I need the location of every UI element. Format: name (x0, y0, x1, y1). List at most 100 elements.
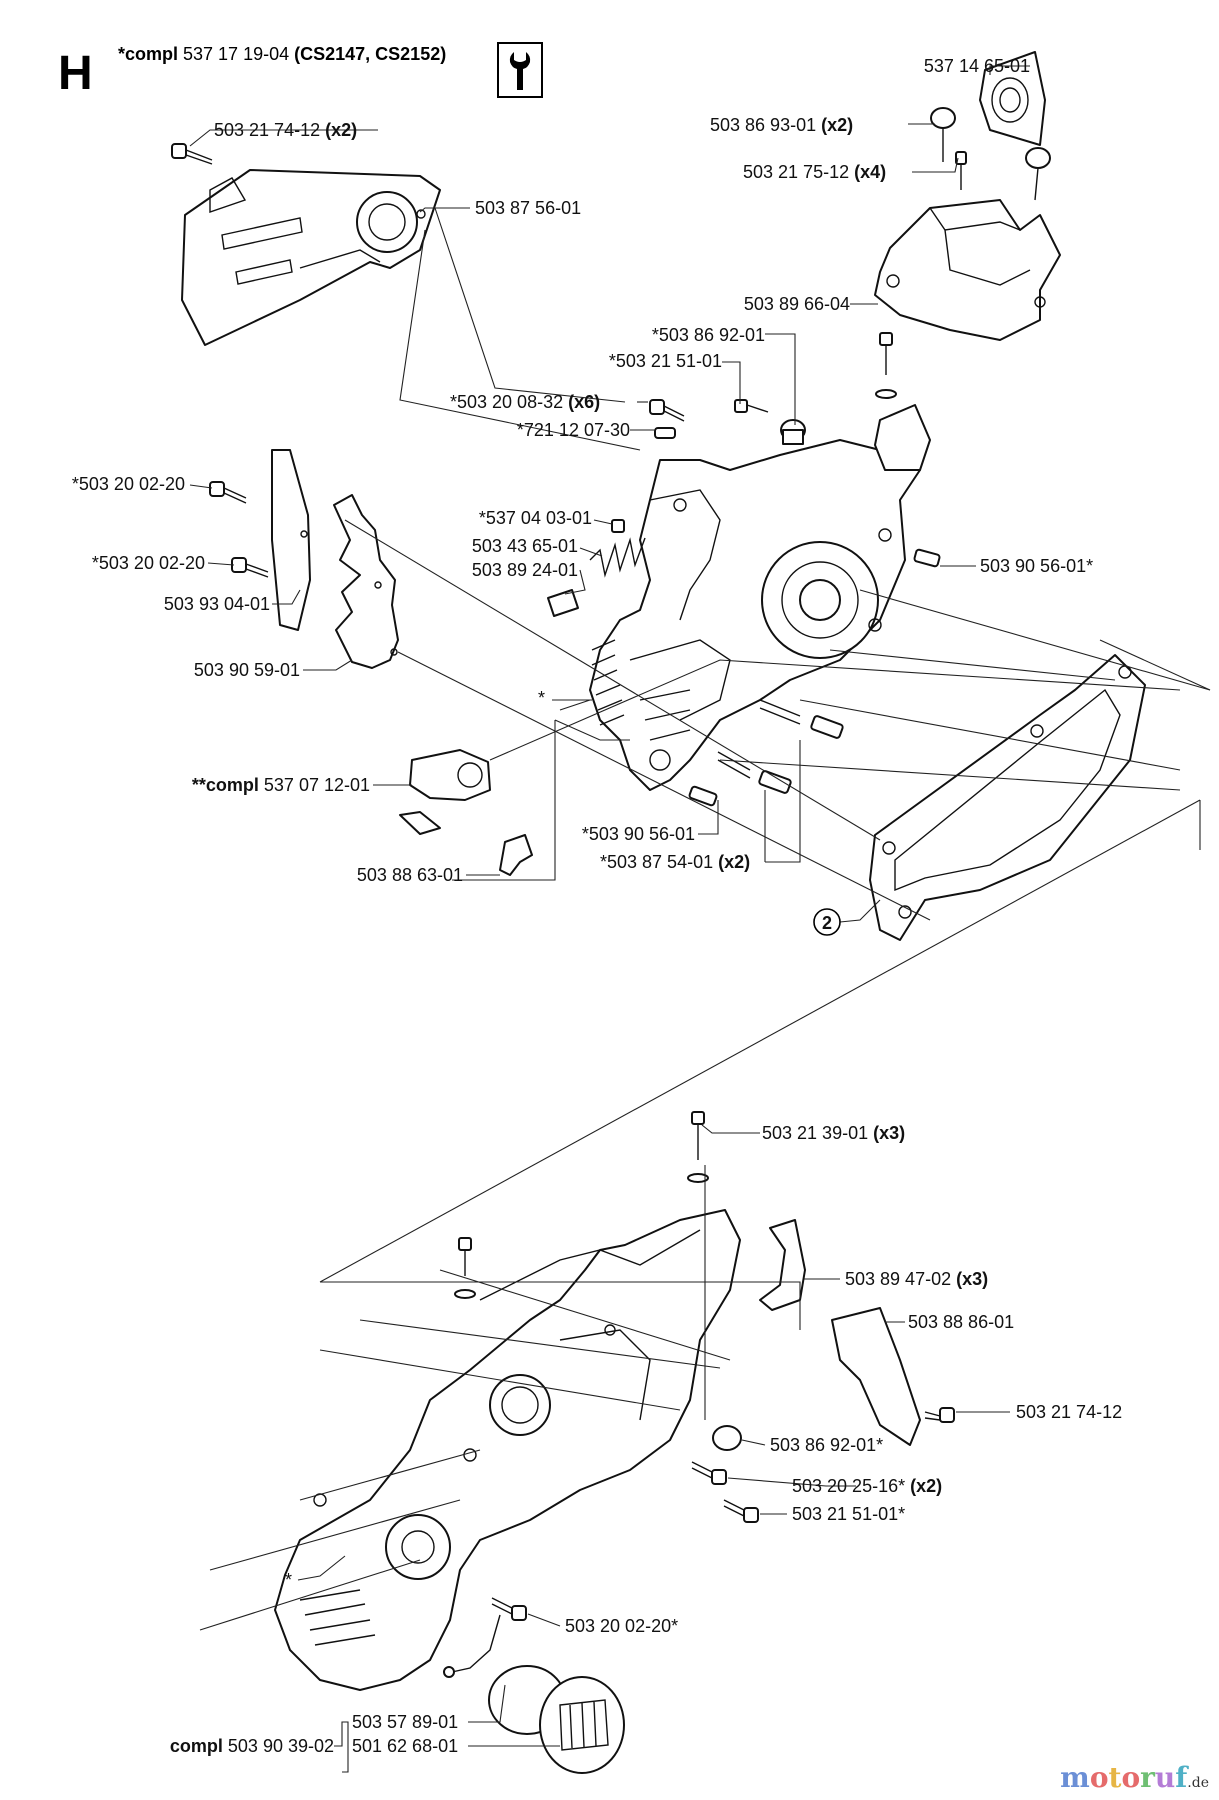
tensioner-screw-b (717, 751, 792, 794)
screw-503215101-top (734, 399, 769, 413)
knob-503869301-a (930, 107, 956, 162)
clip-503886301 (499, 834, 533, 876)
cover-503888601 (831, 1307, 921, 1446)
label-503215101-bottom: 503 21 51-01* (792, 1504, 905, 1524)
label-503200832-qty: (x6) (568, 392, 600, 412)
gasket (869, 654, 1146, 941)
label-503888601: 503 88 86-01 (908, 1312, 1014, 1332)
pin-503905601-right (913, 548, 941, 568)
label-503905601-left: *503 90 56-01 (582, 824, 695, 844)
screw-503215101-bottom (723, 1499, 759, 1523)
oil-cap (539, 1676, 625, 1774)
pin-721120730 (654, 427, 676, 439)
chain-tensioner (399, 749, 491, 835)
label-503875401: *503 87 54-01(x2) (600, 852, 750, 872)
label-503436501: 503 43 65-01 (472, 536, 578, 556)
clip-503894702 (759, 1219, 806, 1311)
screw-503217512 (955, 151, 967, 190)
kit-header: *compl 537 17 19-04 (CS2147, CS2152) (118, 44, 446, 65)
label-537146501: 537 14 65-01 (924, 56, 1030, 76)
kit-number: 537 17 19-04 (178, 44, 295, 64)
knob-503869301-b (1025, 147, 1051, 201)
wrench-icon (497, 42, 543, 98)
screw-503213901-b (454, 1237, 476, 1299)
watermark-logo: motoruf.de (1060, 1761, 1209, 1794)
label-503200220-c: 503 20 02-20* (565, 1616, 678, 1636)
label-501626801: 501 62 68-01 (352, 1736, 458, 1756)
label-503892401: 503 89 24-01 (472, 560, 578, 580)
label-503200832: *503 20 08-32(x6) (450, 392, 600, 412)
label-721120730: *721 12 07-30 (517, 420, 630, 440)
crankcase-lower (274, 1209, 741, 1691)
top-bracket (874, 199, 1061, 341)
tensioner-screw-a (759, 699, 844, 739)
leader-lines (189, 65, 1211, 1773)
label-503217412-bottom: 503 21 74-12 (1016, 1402, 1122, 1422)
left-cover-plate (271, 449, 311, 631)
label-503215101-top: *503 21 51-01 (609, 351, 722, 371)
callout-2-number: 2 (822, 913, 832, 933)
label-503217412-top: 503 21 74-12(x2) (214, 120, 357, 140)
label-503894702-num: 503 89 47-02 (845, 1269, 951, 1289)
screw-503213901-a (687, 1111, 709, 1183)
label-503869301: 503 86 93-01(x2) (710, 115, 853, 135)
part-labels: 537 14 65-01 503 86 93-01(x2) 503 21 75-… (72, 56, 1122, 1756)
label-503213901-num: 503 21 39-01 (762, 1123, 868, 1143)
cap-strap (443, 1614, 501, 1678)
label-503875401-num: *503 87 54-01 (600, 852, 713, 872)
label-503202516-num: 503 20 25-16* (792, 1476, 905, 1496)
label-503875601: 503 87 56-01 (475, 198, 581, 218)
label-503869201-bottom: 503 86 92-01* (770, 1435, 883, 1455)
label-503217512: 503 21 75-12(x4) (743, 162, 886, 182)
pad-503892401 (547, 589, 579, 617)
label-537040301: *537 04 03-01 (479, 508, 592, 528)
kit-prefix: *compl (118, 44, 179, 64)
label-503896604: 503 89 66-04 (744, 294, 850, 314)
label-503578901: 503 57 89-01 (352, 1712, 458, 1732)
callout-2: 2 (813, 908, 841, 936)
label-503875401-qty: (x2) (718, 852, 750, 872)
label-503217412-top-qty: (x2) (325, 120, 357, 140)
bushing-503869201-bottom (712, 1425, 742, 1451)
label-compl-537071201: **compl 537 07 12-01 (192, 775, 370, 795)
screw-bracket (875, 332, 897, 399)
section-letter: H (58, 47, 93, 100)
label-503886301: 503 88 63-01 (357, 865, 463, 885)
handle-clip (874, 404, 931, 471)
filter-cover (979, 51, 1046, 146)
label-503905601-right: 503 90 56-01* (980, 556, 1093, 576)
label-compl-537071201-num: 537 07 12-01 (259, 775, 370, 795)
label-star-bottom: * (285, 1570, 292, 1590)
label-503869301-num: 503 86 93-01 (710, 115, 816, 135)
label-503217512-qty: (x4) (854, 162, 886, 182)
label-503869301-qty: (x2) (821, 115, 853, 135)
screw-503200832 (649, 399, 685, 422)
label-503217412-top-num: 503 21 74-12 (214, 120, 320, 140)
label-503894702: 503 89 47-02(x3) (845, 1269, 988, 1289)
label-503213901: 503 21 39-01(x3) (762, 1123, 905, 1143)
label-compl-537071201-prefix: **compl (192, 775, 259, 795)
label-503217512-num: 503 21 75-12 (743, 162, 849, 182)
label-503213901-qty: (x3) (873, 1123, 905, 1143)
screw-503217412-bottom (924, 1407, 955, 1423)
spike-bumper (333, 494, 399, 669)
pin-537040301 (611, 519, 625, 533)
label-503202516: 503 20 25-16*(x2) (792, 1476, 942, 1496)
label-star-top: * (538, 688, 545, 708)
label-compl-503903902-prefix: compl (170, 1736, 223, 1756)
crankcase-ribs (591, 639, 625, 726)
label-503930401: 503 93 04-01 (164, 594, 270, 614)
chain-guard-plate (181, 169, 441, 346)
label-503202516-qty: (x2) (910, 1476, 942, 1496)
screw-503202516 (691, 1461, 727, 1485)
screw-503200220-a (209, 481, 247, 504)
pin-503905601-left (688, 785, 718, 807)
label-compl-503903902-num: 503 90 39-02 (223, 1736, 334, 1756)
label-503200220-a: *503 20 02-20 (72, 474, 185, 494)
screw-503200220-b (231, 557, 269, 578)
label-503200220-b: *503 20 02-20 (92, 553, 205, 573)
bushing-503869201-top (780, 419, 806, 445)
label-503894702-qty: (x3) (956, 1269, 988, 1289)
screw-503217412-top (171, 143, 213, 165)
